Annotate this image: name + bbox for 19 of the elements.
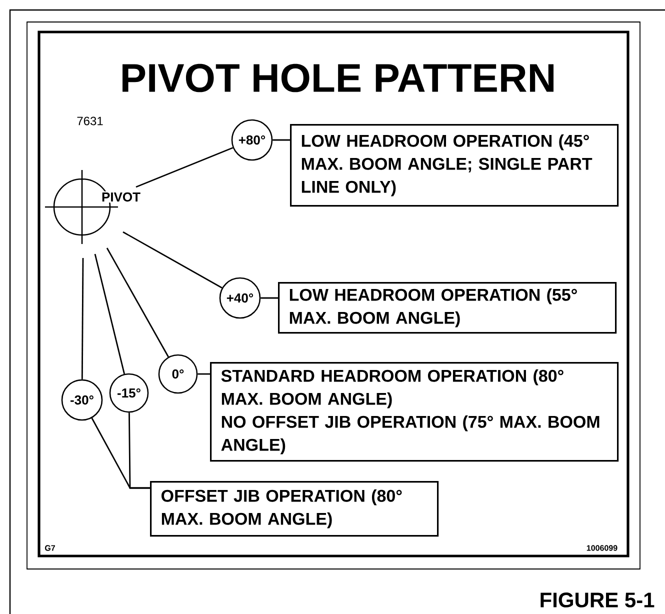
connector-line — [128, 412, 150, 489]
operation-box: LOW HEADROOM OPERATION (45° MAX. BOOM ANGLE; SINGLE PART LINE ONLY) — [290, 124, 619, 207]
operation-box: OFFSET JIB OPERATION (80° MAX. BOOM ANGLE) — [150, 481, 439, 537]
code-label: G7 — [45, 545, 55, 551]
caption: FIGURE 5-1 — [540, 592, 654, 608]
operation-box: LOW HEADROOM OPERATION (55° MAX. BOOM ANGLE) — [278, 282, 617, 334]
part-number: 7631 — [77, 116, 103, 126]
connector-line — [122, 231, 222, 288]
connector-line — [81, 258, 84, 380]
connector-line — [260, 297, 278, 299]
connector-line — [94, 254, 126, 374]
connector-line — [136, 147, 234, 188]
connector-line — [272, 139, 290, 141]
pivot-label: PIVOT — [100, 191, 142, 203]
connector-line — [106, 248, 169, 358]
operation-box: STANDARD HEADROOM OPERATION (80° MAX. BOOM ANGLE) NO OFFSET JIB OPERATION (75° MAX. BOOM ANGLE) — [210, 362, 619, 462]
title: PIVOT HOLE PATTERN — [122, 64, 554, 92]
connector-line — [198, 373, 210, 375]
code-label: 1006099 — [586, 545, 618, 551]
